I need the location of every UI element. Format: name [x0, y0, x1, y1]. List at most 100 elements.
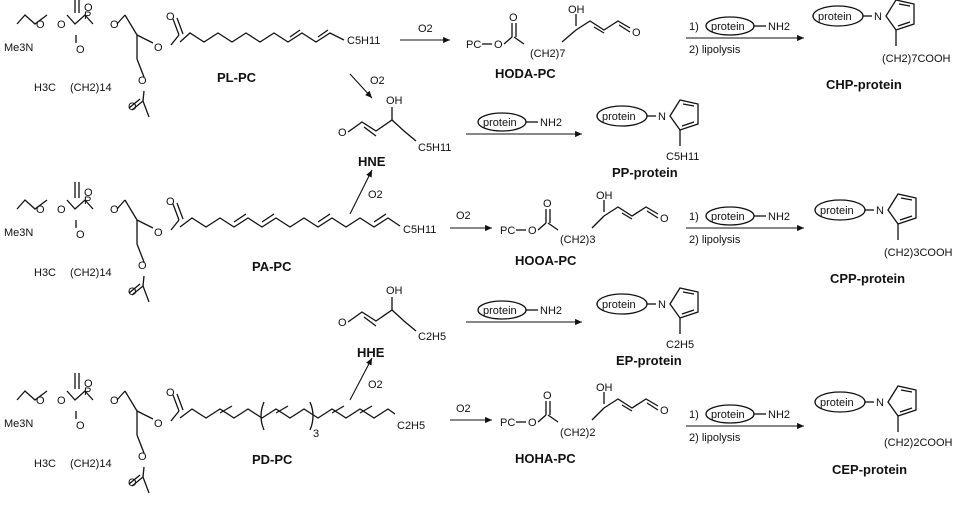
oxygen-atom: O: [494, 39, 503, 51]
methyl-label: H3C: [34, 267, 56, 279]
hydroxyl-label: OH: [386, 285, 403, 297]
protein-label: protein: [711, 211, 745, 223]
cpp-protein-adduct: protein N (CH2)3COOH CPP-protein: [814, 193, 953, 286]
pp-protein-adduct: protein N C5H11 PP-protein: [596, 99, 699, 180]
oxygen-reagent: O2: [368, 379, 383, 391]
methylene-chain-label: (CH2)7: [530, 48, 565, 60]
pyrrole-nitrogen: N: [876, 205, 884, 217]
oxygen-atom: O: [528, 225, 537, 237]
pentyl-label: C5H11: [403, 224, 436, 236]
pa-pc-label: PA-PC: [252, 259, 292, 274]
pa-pc-molecule: P O O O O O O O O Me3N H3C (CH2)14 O C5H…: [4, 181, 436, 303]
hooa-pc-label: HOOA-PC: [515, 253, 577, 268]
aldehyde-oxygen: O: [660, 405, 669, 417]
oxygen-reagent: O2: [418, 23, 433, 35]
amine-label: NH2: [768, 211, 790, 223]
phosphorus-atom: P: [84, 386, 91, 398]
methylene-chain-label: (CH2)14: [70, 82, 112, 94]
chp-protein-adduct: protein N (CH2)7COOH CHP-protein: [812, 0, 951, 92]
oxygen-atom: O: [509, 12, 518, 24]
pentyl-label: C5H11: [666, 151, 699, 163]
pyrrole-nitrogen: N: [874, 11, 882, 23]
pc-label: PC: [466, 39, 481, 51]
aldehyde-oxygen: O: [632, 27, 641, 39]
methylene-chain-label: (CH2)14: [70, 458, 112, 470]
oxidation-arrows: O2 O2 O2 O2 O2 O2: [349, 23, 492, 424]
protein-label: protein: [602, 299, 636, 311]
protein-label: protein: [483, 305, 517, 317]
hhe-molecule: O OH C2H5 HHE: [338, 285, 446, 360]
aldehyde-oxygen: O: [338, 127, 347, 139]
lipolysis-label: 2) lipolysis: [689, 432, 741, 444]
hooa-pc-molecule: PC O O (CH2)3 OH O HOOA-PC: [500, 190, 669, 268]
oxygen-reagent: O2: [456, 210, 471, 222]
amine-label: NH2: [540, 305, 562, 317]
oxygen-atom: O: [154, 418, 163, 430]
oxygen-atom: O: [154, 42, 163, 54]
hydroxyl-label: OH: [596, 382, 613, 394]
ethyl-label: C2H5: [397, 420, 425, 432]
trimethylammonium-label: Me3N: [4, 418, 33, 430]
oxygen-atom: O: [57, 204, 66, 216]
oxygen-atom: O: [110, 395, 119, 407]
hoha-pc-molecule: PC O O (CH2)2 OH O HOHA-PC: [500, 382, 669, 466]
oxygen-atom: O: [84, 2, 93, 14]
pd-pc-label: PD-PC: [252, 452, 293, 467]
repeat-bracket-left: [260, 401, 265, 431]
oxygen-atom: O: [57, 395, 66, 407]
aldehyde-oxygen: O: [338, 317, 347, 329]
pyrrole-nitrogen: N: [876, 397, 884, 409]
methylene-chain-label: (CH2)2: [560, 427, 595, 439]
oxygen-atom: O: [166, 11, 175, 23]
methylene-chain-label: (CH2)3: [560, 234, 595, 246]
aldehyde-oxygen: O: [660, 213, 669, 225]
methylene-chain-label: (CH2)14: [70, 267, 112, 279]
oxygen-reagent: O2: [368, 189, 383, 201]
hhe-label: HHE: [357, 345, 385, 360]
oxygen-atom: O: [166, 196, 175, 208]
pyrrole-nitrogen: N: [658, 111, 666, 123]
amine-label: NH2: [768, 409, 790, 421]
oxygen-atom: O: [76, 229, 85, 241]
hydroxyl-label: OH: [386, 95, 403, 107]
pentyl-label: C5H11: [347, 35, 380, 47]
oxygen-atom: O: [110, 204, 119, 216]
phosphorus-atom: P: [84, 195, 91, 207]
oxygen-atom: O: [76, 420, 85, 432]
repeat-count: 3: [313, 428, 319, 440]
oxygen-atom: O: [128, 101, 137, 113]
carboxyalkyl-chain-label: (CH2)7COOH: [882, 53, 951, 65]
pl-pc-label: PL-PC: [217, 70, 257, 85]
lipolysis-label: 2) lipolysis: [689, 234, 741, 246]
oxygen-reagent: O2: [456, 403, 471, 415]
oxygen-atom: O: [543, 198, 552, 210]
oxygen-atom: O: [138, 75, 147, 87]
pc-label: PC: [500, 225, 515, 237]
amine-label: NH2: [540, 117, 562, 129]
protein-label: protein: [820, 397, 854, 409]
oxygen-atom: O: [528, 417, 537, 429]
oxygen-atom: O: [36, 395, 45, 407]
hoha-pc-label: HOHA-PC: [515, 451, 576, 466]
hoda-pc-label: HODA-PC: [495, 66, 556, 81]
pp-protein-label: PP-protein: [612, 165, 678, 180]
phosphorus-atom: P: [84, 10, 91, 22]
cep-protein-label: CEP-protein: [832, 462, 907, 477]
oxygen-atom: O: [36, 204, 45, 216]
step-1-label: 1): [689, 409, 699, 421]
carboxyalkyl-chain-label: (CH2)2COOH: [884, 437, 953, 449]
protein-label: protein: [711, 21, 745, 33]
amine-label: NH2: [768, 21, 790, 33]
protein-reaction-arrows: 1) protein NH2 2) lipolysis 1) protein N…: [466, 16, 804, 444]
methyl-label: H3C: [34, 458, 56, 470]
pc-label: PC: [500, 417, 515, 429]
protein-label: protein: [483, 117, 517, 129]
oxygen-atom: O: [110, 19, 119, 31]
hne-label: HNE: [358, 154, 386, 169]
oxygen-atom: O: [138, 260, 147, 272]
oxygen-atom: O: [76, 44, 85, 56]
ethyl-label: C2H5: [666, 339, 694, 351]
hne-molecule: O OH C5H11 HNE: [338, 95, 451, 169]
